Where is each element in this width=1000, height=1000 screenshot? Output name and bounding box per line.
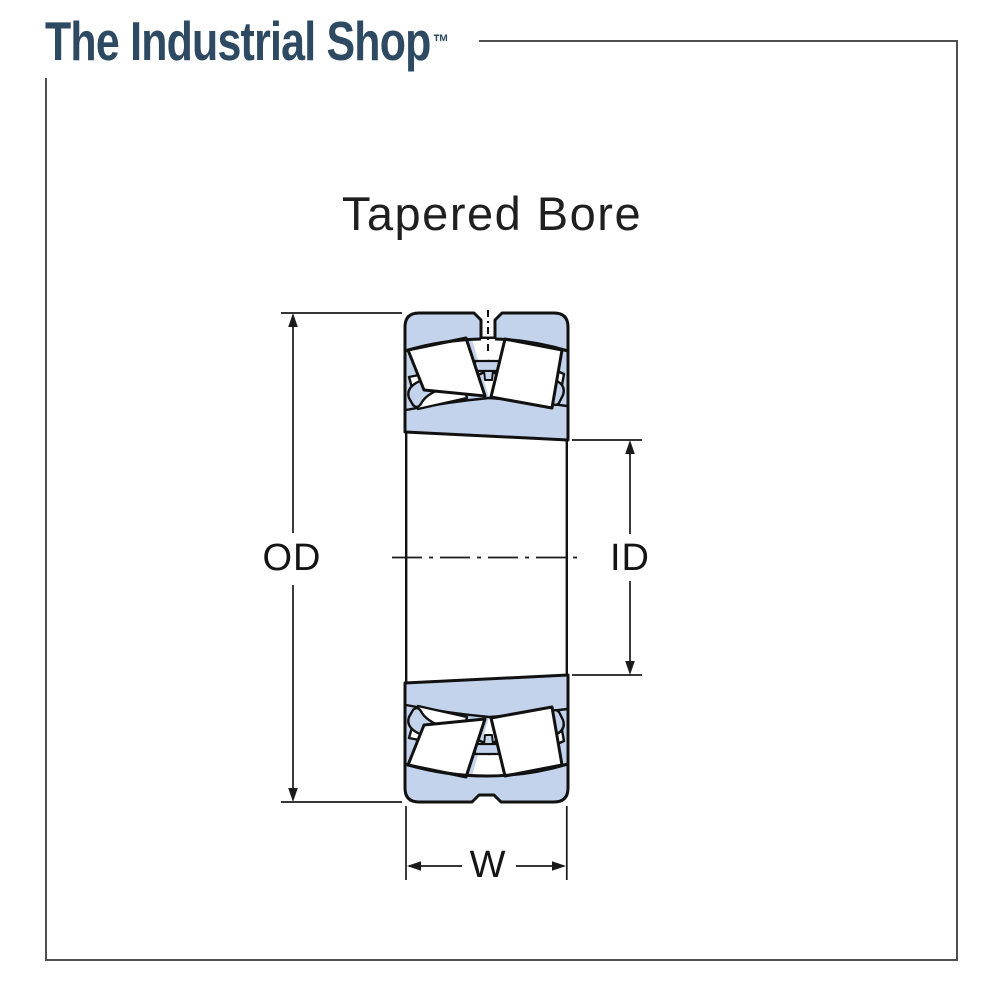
outer-raceway-arc-left — [404, 337, 482, 353]
id-arrow-down — [625, 661, 635, 675]
bearing-section-bottom — [403, 673, 570, 804]
diagram-title: Tapered Bore — [341, 187, 643, 240]
bearing-section-top — [403, 310, 570, 442]
outer-raceway-arc-right — [494, 337, 569, 353]
w-dimension-label: W — [469, 844, 507, 886]
od-arrow-down — [288, 788, 298, 802]
w-arrow-left — [407, 861, 421, 871]
id-arrow-up — [625, 440, 635, 454]
brand-name: The Industrial Shop — [45, 10, 431, 72]
w-arrow-right — [552, 861, 566, 871]
id-dimension-label: ID — [610, 537, 650, 579]
w-dimension — [405, 806, 568, 880]
od-dimension-label: OD — [262, 537, 322, 579]
od-dimension — [281, 312, 402, 803]
frame-border — [45, 40, 958, 961]
trademark-symbol: ™ — [432, 31, 449, 54]
outer-raceway-arc — [404, 762, 569, 778]
od-arrow-up — [288, 313, 298, 327]
id-dimension — [572, 439, 642, 676]
